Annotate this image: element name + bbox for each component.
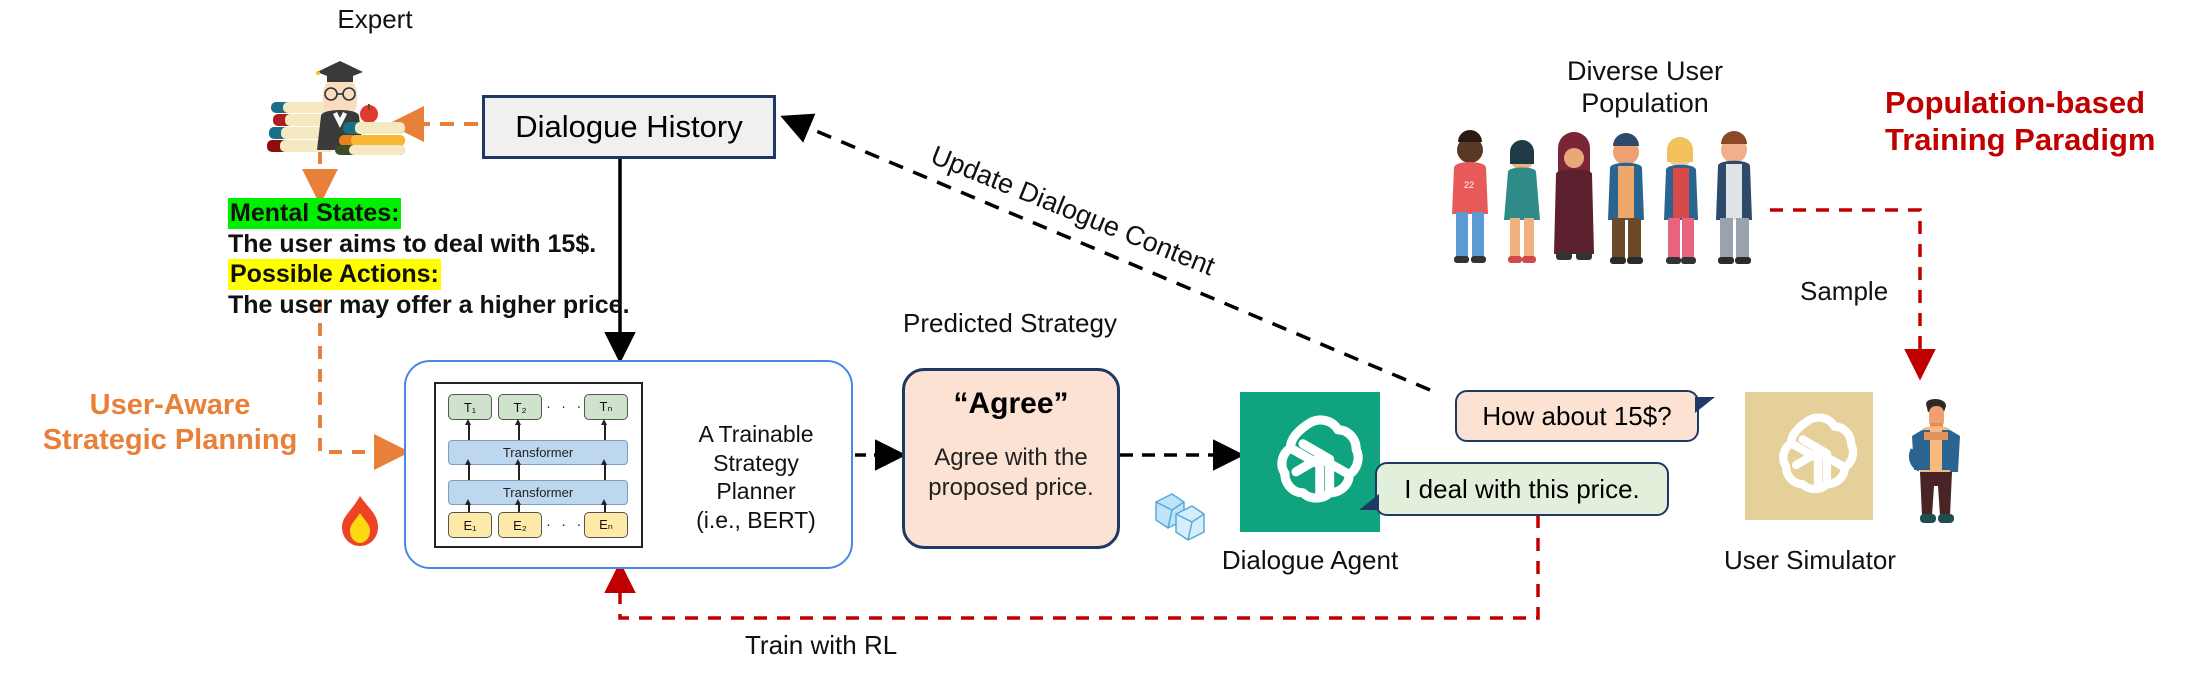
strategy-name: “Agree” <box>953 387 1069 420</box>
population-label-line2: Population <box>1581 88 1709 119</box>
mental-states-header: Mental States: <box>228 198 402 229</box>
population-label-line1: Diverse User <box>1566 56 1724 86</box>
population-based-training-paradigm-title: Population-based Training Paradigm <box>1885 85 2155 158</box>
transformer-layer-1: Transformer <box>448 480 628 505</box>
transformer-layer-2: Transformer <box>448 440 628 465</box>
sample-edge-label: Sample <box>1800 276 1889 306</box>
diverse-user-population-label: Diverse User Population <box>1500 55 1790 120</box>
bubble-tail-icon <box>1359 494 1379 510</box>
ice-cubes-icon <box>1150 490 1208 549</box>
expert-annotation-block: Mental States: The user aims to deal wit… <box>228 198 658 320</box>
update-dialogue-content-edge-label: Update Dialogue Content <box>926 140 1220 282</box>
user-simulator-openai-logo-icon <box>1745 392 1873 520</box>
agent-reply-text: I deal with this price. <box>1404 473 1640 504</box>
svg-text:22: 22 <box>1464 180 1474 190</box>
bert-input-ellipsis: · · · · <box>546 516 600 533</box>
predicted-strategy-label: Predicted Strategy <box>903 308 1117 338</box>
paradigm-title-line2: Training Paradigm <box>1885 121 2156 157</box>
predicted-strategy-box[interactable]: “Agree” Agree with the proposed price. <box>902 368 1120 549</box>
user-simulator-label: User Simulator <box>1724 545 1896 575</box>
bubble-tail-icon <box>1695 397 1715 413</box>
dialogue-history-box[interactable]: Dialogue History <box>482 95 776 159</box>
bert-input-token-1: E₁ <box>448 512 492 538</box>
planning-title-line1: User-Aware <box>89 389 251 421</box>
bert-output-token-2: T₂ <box>498 394 542 420</box>
user-offer-bubble: How about 15$? <box>1455 390 1715 442</box>
agent-reply-bubble: I deal with this price. <box>1359 462 1669 516</box>
bert-input-token-n: Eₙ <box>584 512 628 538</box>
standing-person-icon <box>1900 390 1972 530</box>
bert-input-token-2: E₂ <box>498 512 542 538</box>
planner-caption-line3: (i.e., BERT) <box>696 506 816 533</box>
planner-caption: A Trainable Strategy Planner (i.e., BERT… <box>672 420 840 534</box>
bert-output-ellipsis: · · · · <box>546 398 600 415</box>
possible-actions-header: Possible Actions: <box>228 259 441 290</box>
planning-title-line2: Strategic Planning <box>42 423 298 456</box>
bert-output-token-n: Tₙ <box>584 394 628 420</box>
planner-caption-line2: Strategy Planner <box>713 449 799 505</box>
expert-label: Expert <box>337 4 413 34</box>
planner-caption-line1: A Trainable <box>698 421 814 447</box>
dialogue-agent-openai-logo-icon <box>1240 392 1380 532</box>
people-group-icon: 22 <box>1440 128 1780 268</box>
possible-actions-text: The user may offer a higher price. <box>228 290 630 319</box>
user-aware-strategic-planning-title: User-Aware Strategic Planning <box>35 388 305 458</box>
graduate-books-icon <box>265 50 415 155</box>
paradigm-title-line1: Population-based <box>1885 85 2146 120</box>
bert-output-token-1: T₁ <box>448 394 492 420</box>
user-offer-text: How about 15$? <box>1482 400 1672 431</box>
strategy-description: Agree with the proposed price. <box>928 444 1094 501</box>
flame-icon <box>338 495 382 554</box>
train-with-rl-edge-label: Train with RL <box>745 630 898 660</box>
bert-architecture-diagram: T₁ T₂ · · · · Tₙ Transformer Transformer… <box>434 382 643 548</box>
dialogue-agent-label: Dialogue Agent <box>1221 545 1399 575</box>
mental-states-text: The user aims to deal with 15$. <box>228 229 597 258</box>
